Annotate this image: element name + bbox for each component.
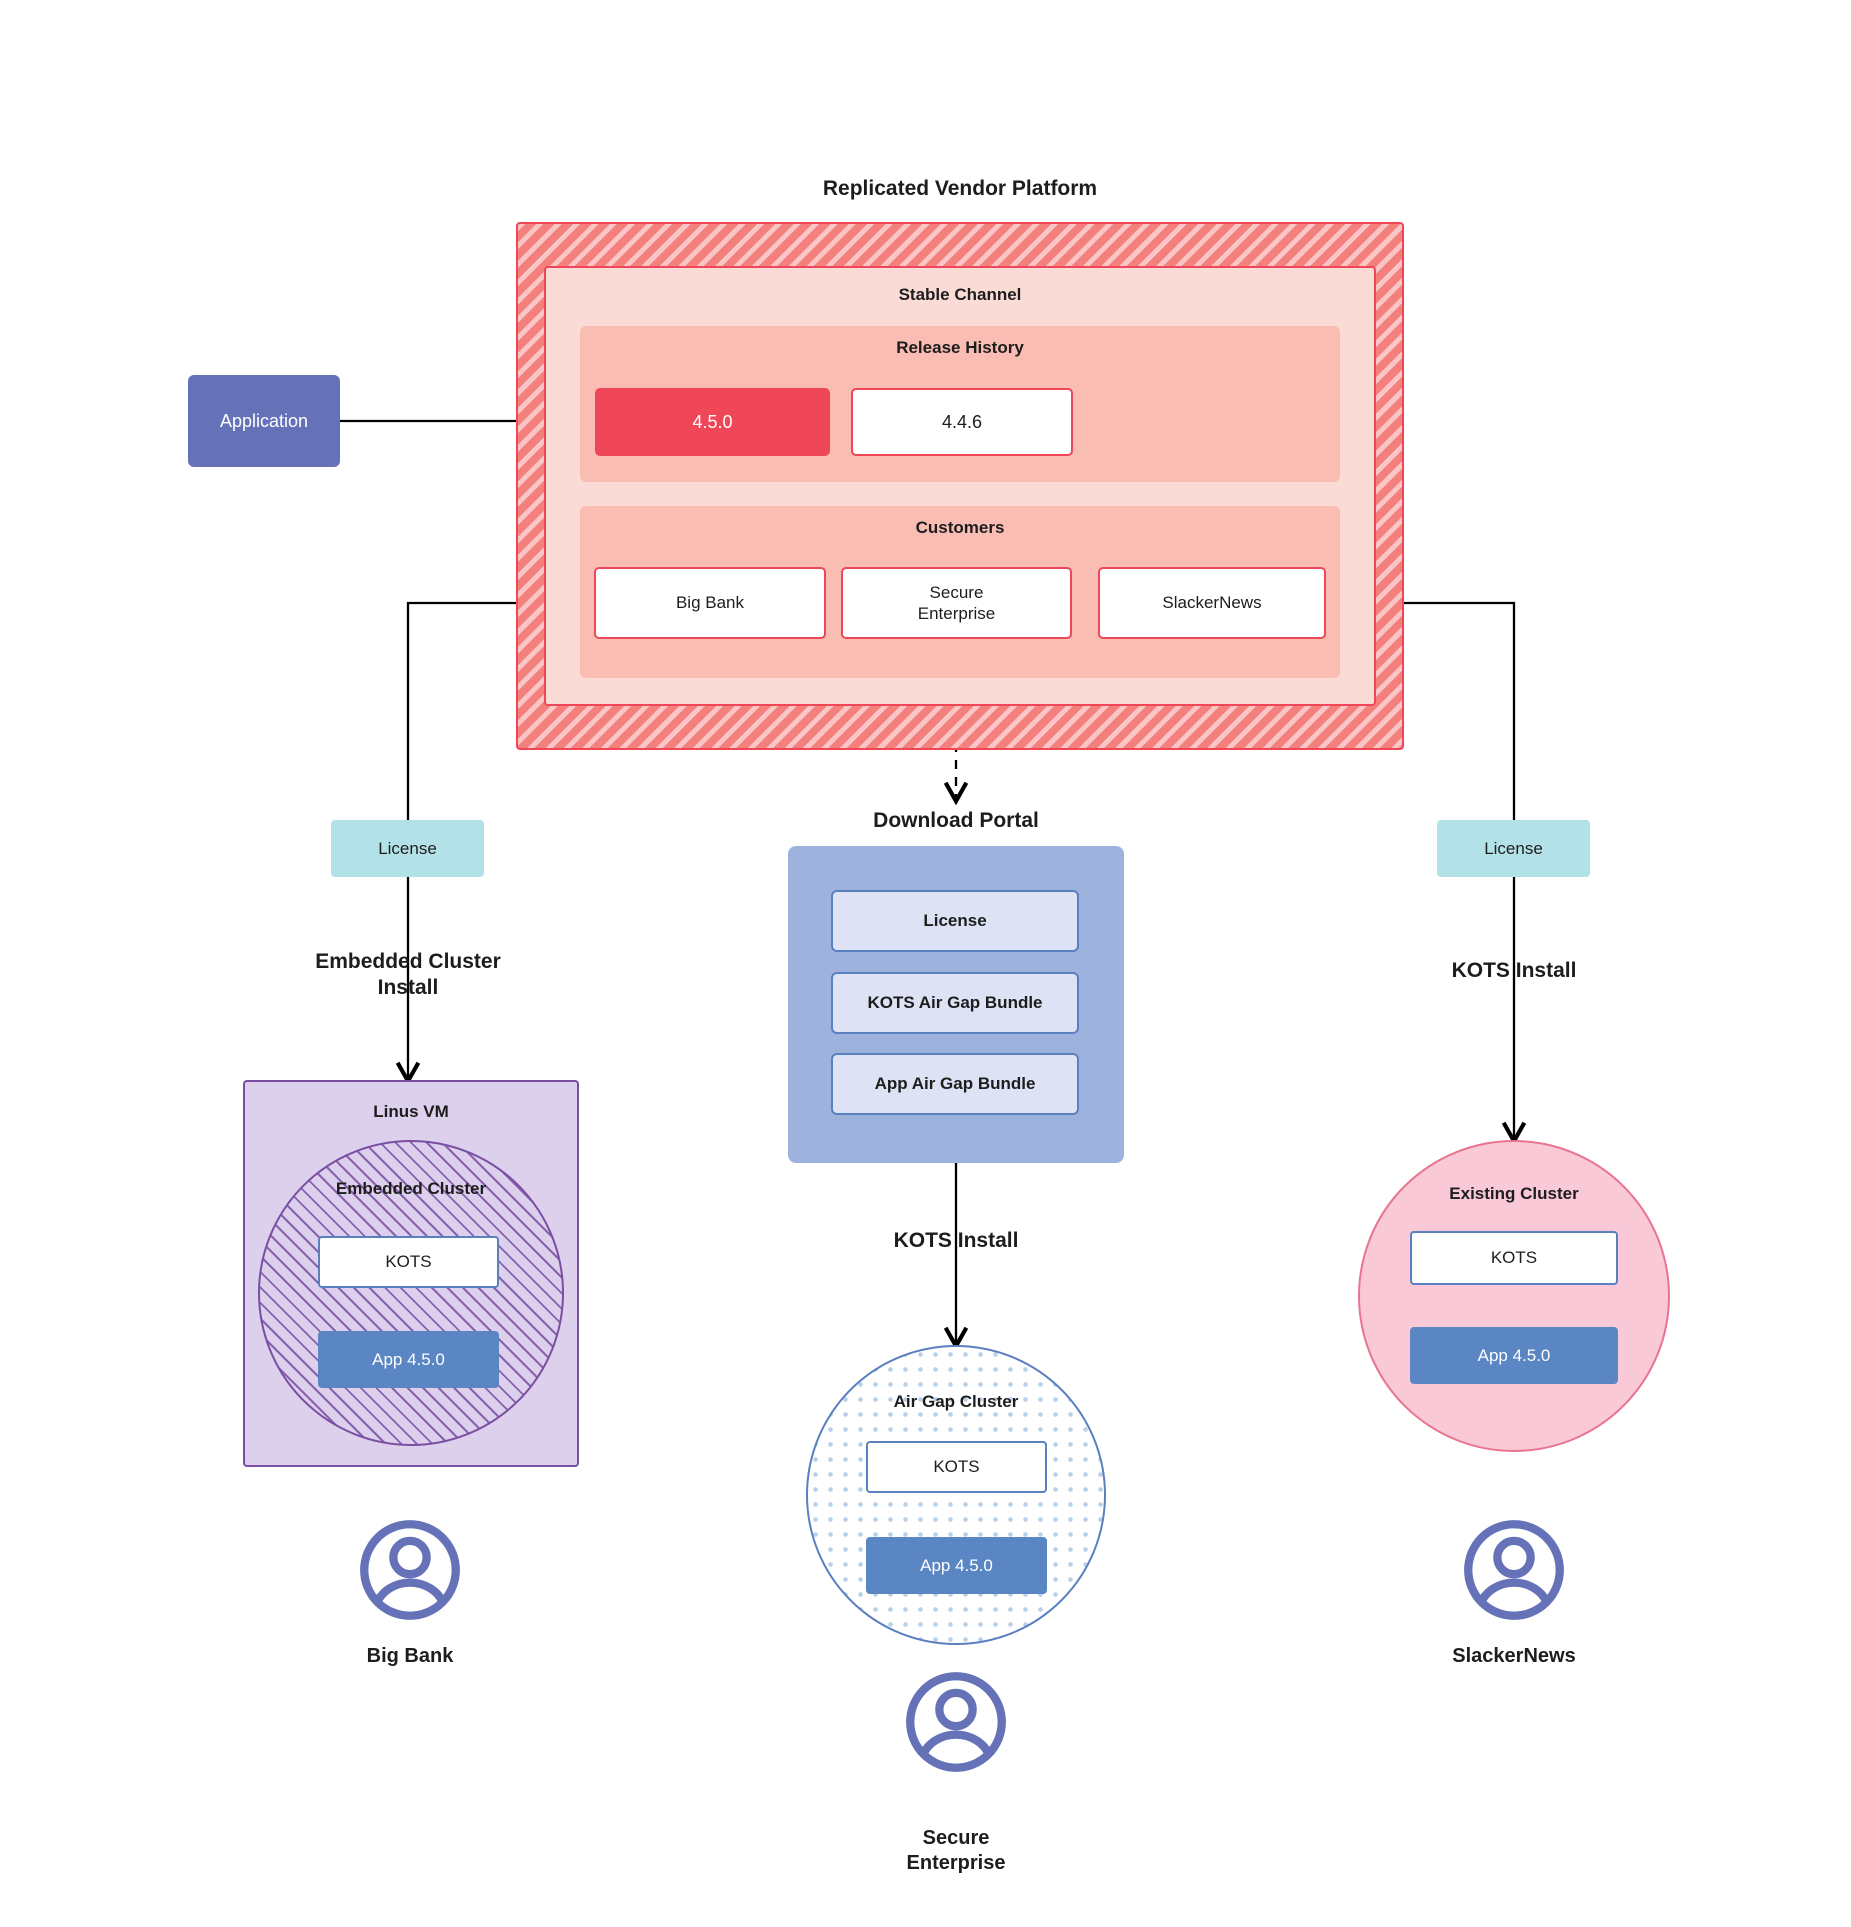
customer-big-bank[interactable]: Big Bank: [594, 567, 826, 639]
download-portal-title: Download Portal: [873, 808, 1039, 832]
stable-channel-title: Stable Channel: [898, 285, 1022, 305]
release-item-4-4-6[interactable]: 4.4.6: [851, 388, 1073, 456]
license-chip-right[interactable]: License: [1437, 820, 1590, 877]
existing-cluster-title: Existing Cluster: [1449, 1184, 1579, 1204]
embedded-cluster-circle: [258, 1140, 564, 1446]
existing-cluster-circle: [1358, 1140, 1670, 1452]
air-gap-cluster-app-box[interactable]: App 4.5.0: [866, 1537, 1047, 1594]
platform-title: Replicated Vendor Platform: [822, 176, 1098, 200]
customers-title: Customers: [915, 518, 1005, 538]
air-gap-cluster-title: Air Gap Cluster: [893, 1392, 1019, 1412]
edge-label-embedded-cluster-install: Embedded Cluster Install: [315, 949, 501, 999]
user-avatar-icon: [1462, 1518, 1566, 1622]
application-node[interactable]: Application: [188, 375, 340, 467]
release-item-4-5-0[interactable]: 4.5.0: [595, 388, 830, 456]
release-history-title: Release History: [896, 338, 1024, 358]
linux-vm-title: Linus VM: [373, 1102, 449, 1122]
existing-cluster-app-box[interactable]: App 4.5.0: [1410, 1327, 1618, 1384]
air-gap-cluster-circle: [806, 1345, 1106, 1645]
license-chip-left[interactable]: License: [331, 820, 484, 877]
portal-item-kots-air-gap-bundle[interactable]: KOTS Air Gap Bundle: [831, 972, 1079, 1034]
embedded-cluster-app-box[interactable]: App 4.5.0: [318, 1331, 499, 1388]
persona-label-big-bank: Big Bank: [366, 1644, 454, 1667]
customer-slackernews[interactable]: SlackerNews: [1098, 567, 1326, 639]
customer-secure-enterprise[interactable]: Secure Enterprise: [841, 567, 1072, 639]
embedded-cluster-kots-box[interactable]: KOTS: [318, 1236, 499, 1288]
user-avatar-icon: [358, 1518, 462, 1622]
portal-item-license[interactable]: License: [831, 890, 1079, 952]
edge-label-center-kots-install: KOTS Install: [893, 1228, 1019, 1252]
user-avatar-icon: [904, 1670, 1008, 1774]
persona-label-slackernews: SlackerNews: [1452, 1644, 1576, 1667]
existing-cluster-kots-box[interactable]: KOTS: [1410, 1231, 1618, 1285]
air-gap-cluster-kots-box[interactable]: KOTS: [866, 1441, 1047, 1493]
portal-item-app-air-gap-bundle[interactable]: App Air Gap Bundle: [831, 1053, 1079, 1115]
embedded-cluster-title: Embedded Cluster: [335, 1179, 487, 1199]
edge-label-right-kots-install: KOTS Install: [1451, 958, 1577, 982]
persona-label-secure-enterprise: Secure Enterprise: [906, 1827, 1006, 1874]
